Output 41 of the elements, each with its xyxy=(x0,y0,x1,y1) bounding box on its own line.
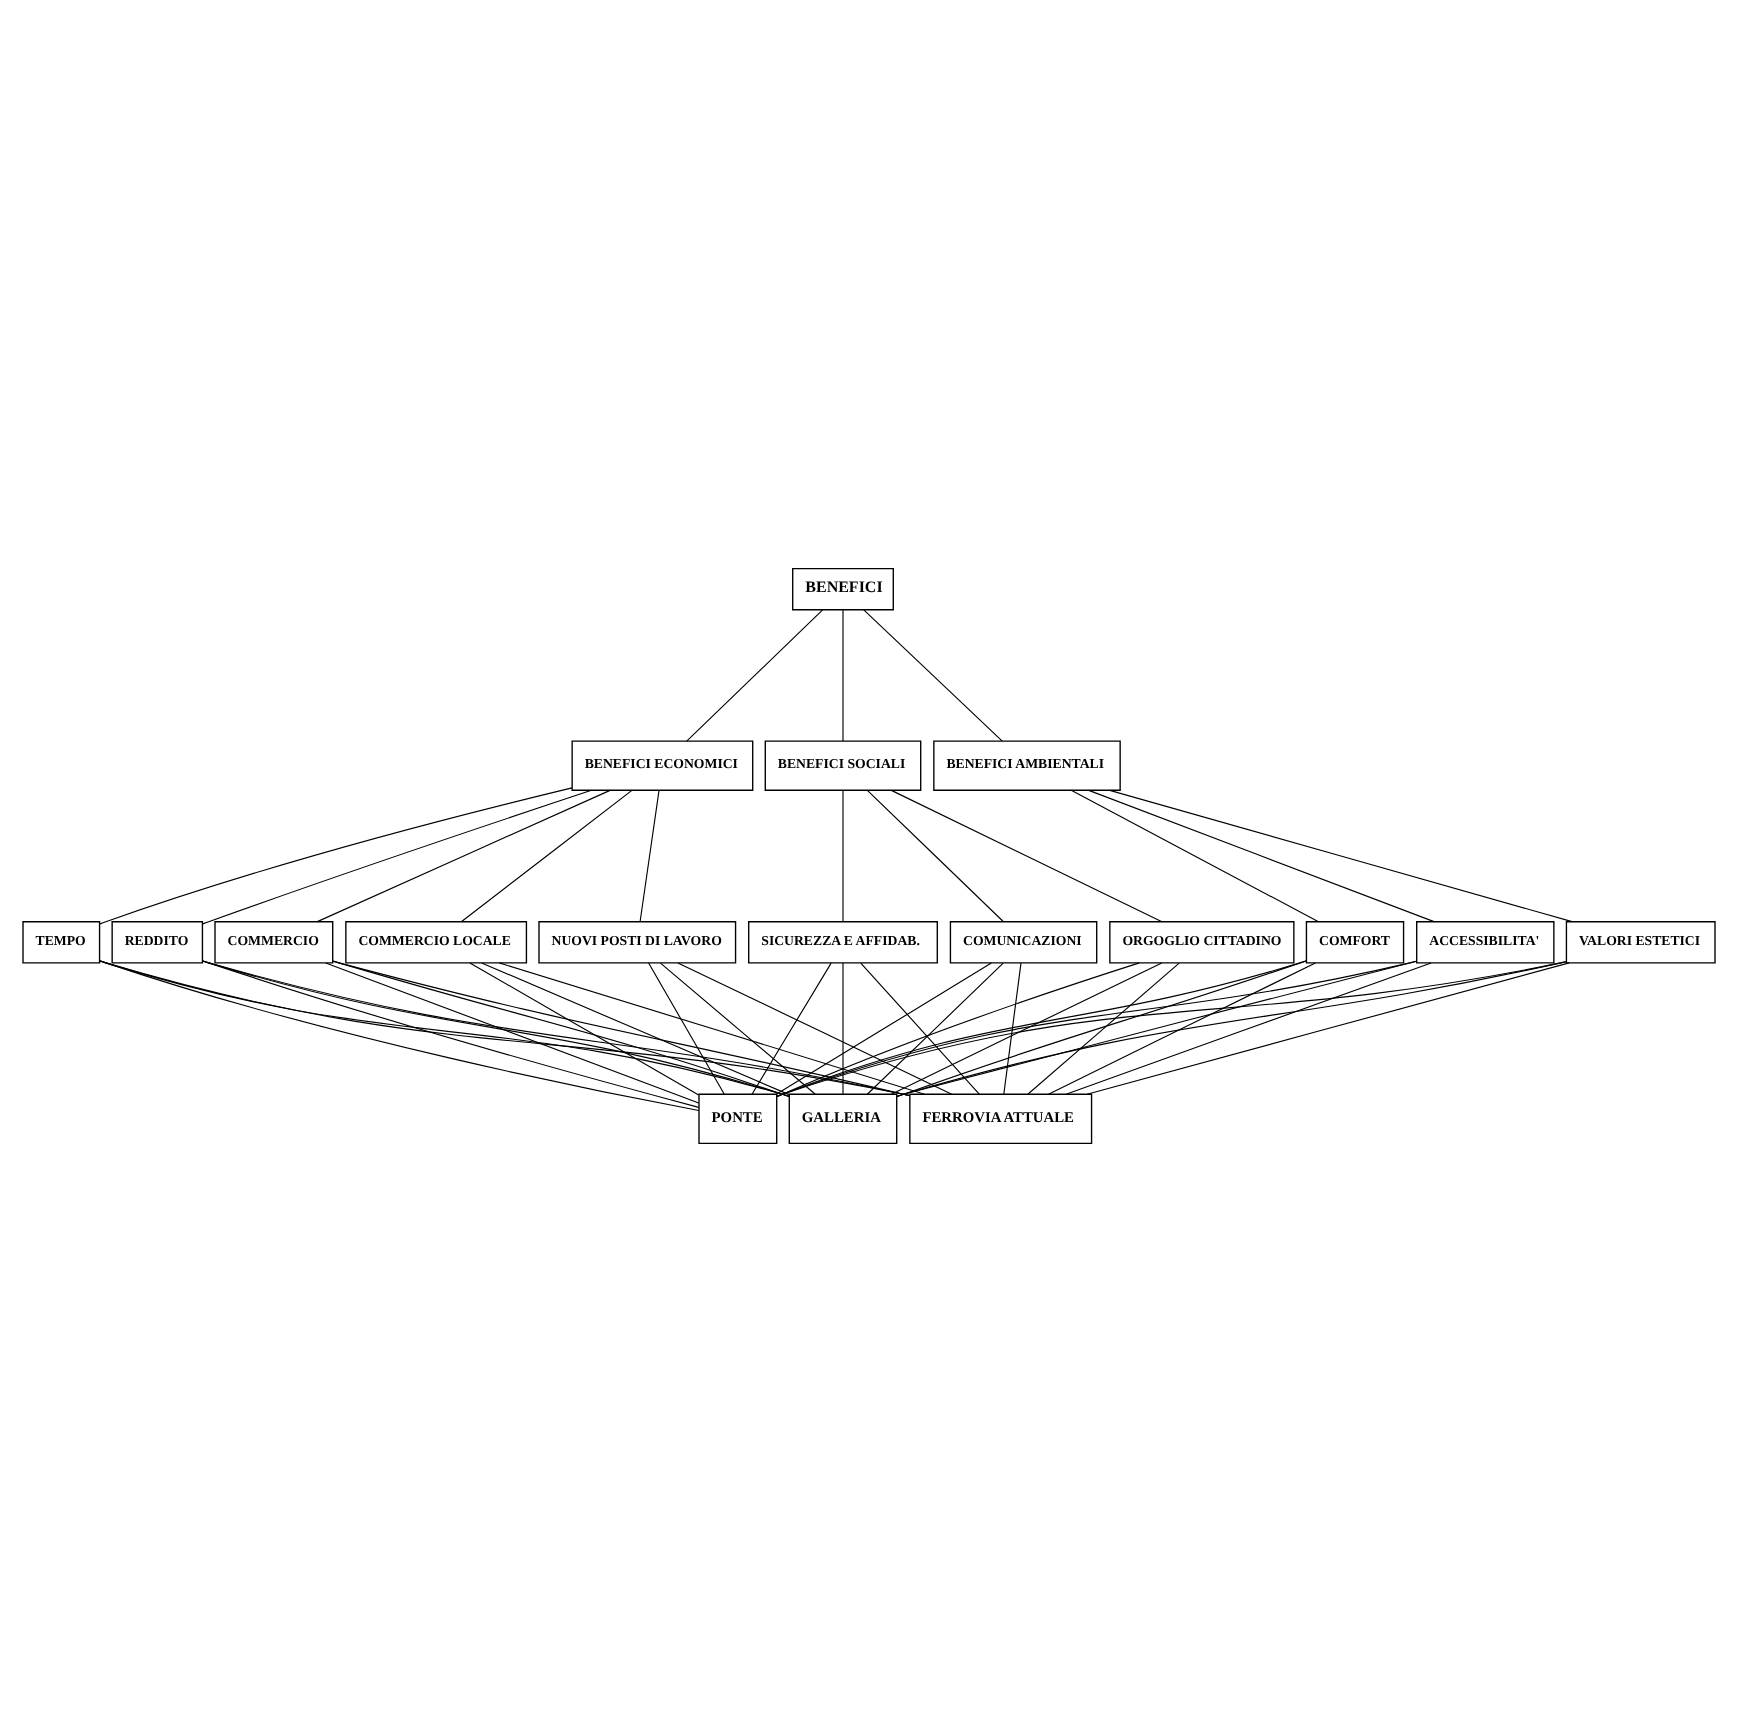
connector xyxy=(469,962,700,1096)
connector xyxy=(842,789,844,922)
connector xyxy=(1088,789,1435,923)
connector xyxy=(866,789,1004,922)
connector xyxy=(1086,962,1570,1095)
connector xyxy=(776,960,1418,1097)
connector xyxy=(890,962,1163,1095)
connector xyxy=(863,609,1003,742)
connector xyxy=(1003,962,1022,1095)
connector xyxy=(1070,789,1319,923)
connector xyxy=(866,962,1004,1095)
node-box: BENEFICI xyxy=(792,567,894,611)
connector xyxy=(890,789,1162,923)
connector xyxy=(202,789,593,925)
connector xyxy=(860,962,981,1095)
connector xyxy=(332,960,911,1097)
connector xyxy=(498,962,926,1095)
connector xyxy=(775,962,992,1095)
connector xyxy=(751,962,832,1095)
connector xyxy=(896,960,1417,1098)
connector xyxy=(776,962,1140,1098)
connector xyxy=(202,960,700,1108)
connector xyxy=(776,960,1307,1098)
connector xyxy=(776,961,1567,1097)
connector xyxy=(461,789,633,923)
connector xyxy=(677,962,953,1095)
connector xyxy=(1109,789,1573,923)
connector xyxy=(686,609,824,742)
connector xyxy=(481,962,790,1096)
connector xyxy=(316,789,611,923)
connector xyxy=(896,961,1567,1097)
connector xyxy=(639,789,660,922)
connector xyxy=(659,962,816,1095)
connector xyxy=(1047,962,1316,1095)
connector xyxy=(325,962,700,1104)
connector xyxy=(842,962,844,1095)
connector xyxy=(648,962,725,1095)
connector xyxy=(99,787,573,925)
connector xyxy=(842,609,844,742)
connector xyxy=(1065,962,1432,1095)
connector xyxy=(1027,962,1180,1095)
